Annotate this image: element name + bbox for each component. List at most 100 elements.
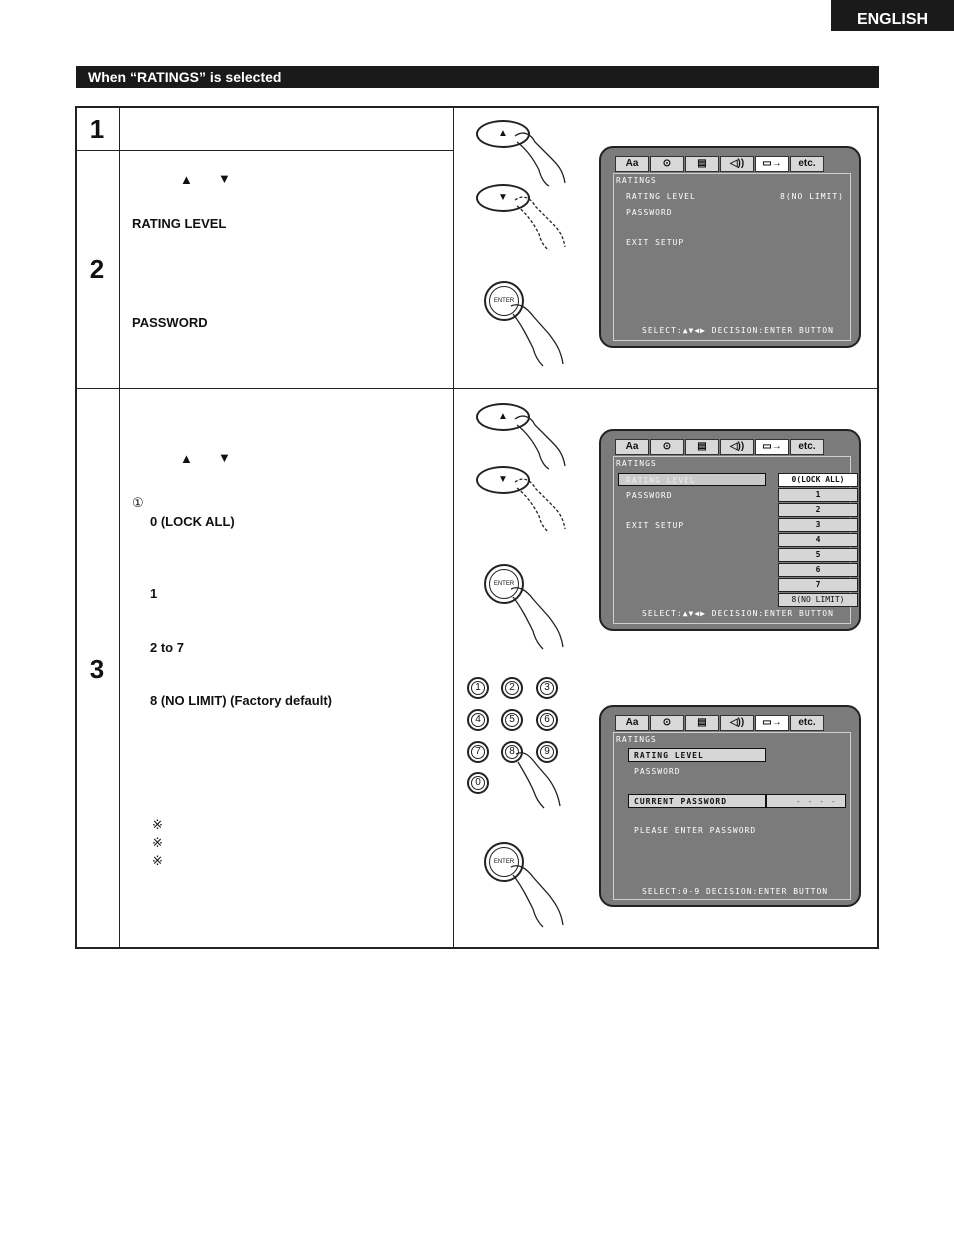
menu-password[interactable]: PASSWORD xyxy=(634,767,681,776)
remote-down-button[interactable]: ▼ xyxy=(476,466,530,494)
digit-label: 5 xyxy=(505,713,519,727)
osd-ratings-screen: Aa ⊙ ▤ ◁)) ▭→ etc. RATINGS RATING LEVEL … xyxy=(599,146,861,348)
row-divider-1 xyxy=(77,150,453,151)
number-button-3[interactable]: 3 xyxy=(536,677,558,699)
digit-label: 2 xyxy=(505,681,519,695)
step-number-1: 1 xyxy=(89,114,105,144)
audio-tab-icon: ◁)) xyxy=(720,439,754,455)
current-password-box xyxy=(628,794,766,808)
current-password-label: CURRENT PASSWORD xyxy=(634,797,728,806)
disc-tab-icon: ⊙ xyxy=(650,439,684,455)
rating-option-5[interactable]: 5 xyxy=(778,548,858,562)
password-entry-field[interactable] xyxy=(766,794,846,808)
number-button-5[interactable]: 5 xyxy=(501,709,523,731)
rating-option-8[interactable]: 8(NO LIMIT) xyxy=(778,593,858,607)
pointing-hand-icon xyxy=(515,752,561,809)
key-tab-icon: ▭→ xyxy=(755,439,789,455)
enter-label: ENTER xyxy=(489,286,519,316)
disc-tab-icon: ⊙ xyxy=(650,156,684,172)
number-button-4[interactable]: 4 xyxy=(467,709,489,731)
osd-tab-bar: Aa ⊙ ▤ ◁)) ▭→ etc. xyxy=(615,715,825,731)
password-prompt: PLEASE ENTER PASSWORD xyxy=(634,826,757,835)
remote-enter-button[interactable]: ENTER xyxy=(484,564,524,604)
etc-tab: etc. xyxy=(790,156,824,172)
rating-option-2[interactable]: 2 xyxy=(778,503,858,517)
rating-option-4[interactable]: 4 xyxy=(778,533,858,547)
menu-exit-setup[interactable]: EXIT SETUP xyxy=(626,238,685,247)
level-one-option: 1 xyxy=(150,586,158,601)
number-button-2[interactable]: 2 xyxy=(501,677,523,699)
osd-password-screen: Aa ⊙ ▤ ◁)) ▭→ etc. RATINGS RATING LEVEL … xyxy=(599,705,861,907)
column-divider-number xyxy=(119,107,120,948)
rating-option-6[interactable]: 6 xyxy=(778,563,858,577)
step-number-3: 3 xyxy=(89,654,105,684)
osd-title: RATINGS xyxy=(616,459,657,468)
number-button-9[interactable]: 9 xyxy=(536,741,558,763)
enter-label: ENTER xyxy=(489,847,519,877)
pointing-hand-icon xyxy=(510,865,564,928)
key-tab-icon: ▭→ xyxy=(755,715,789,731)
number-button-7[interactable]: 7 xyxy=(467,741,489,763)
rating-option-7[interactable]: 7 xyxy=(778,578,858,592)
audio-tab-icon: ◁)) xyxy=(720,156,754,172)
pointing-hand-icon xyxy=(514,478,566,533)
number-button-8[interactable]: 8 xyxy=(501,741,523,763)
osd-panel: RATINGS RATING LEVEL 8(NO LIMIT) PASSWOR… xyxy=(613,173,851,341)
lock-all-option: 0 (LOCK ALL) xyxy=(150,514,235,529)
osd-footer: SELECT:▲▼◀▶ DECISION:ENTER BUTTON xyxy=(642,609,834,618)
etc-tab: etc. xyxy=(790,439,824,455)
remote-up-button[interactable]: ▲ xyxy=(476,403,530,431)
menu-rating-level[interactable]: RATING LEVEL xyxy=(626,192,696,201)
number-button-1[interactable]: 1 xyxy=(467,677,489,699)
remote-enter-button[interactable]: ENTER xyxy=(484,842,524,882)
section-title: When “RATINGS” is selected xyxy=(76,66,879,88)
language-tab-icon: Aa xyxy=(615,715,649,731)
display-tab-icon: ▤ xyxy=(685,439,719,455)
osd-panel: RATINGS RATING LEVEL PASSWORD EXIT SETUP… xyxy=(613,456,858,624)
osd-footer: SELECT:▲▼◀▶ DECISION:ENTER BUTTON xyxy=(642,326,834,335)
steps-table xyxy=(75,106,879,949)
up-arrow-glyph: ▲ xyxy=(180,451,193,466)
step-number-2: 2 xyxy=(89,254,105,284)
enter-label: ENTER xyxy=(489,569,519,599)
menu-password[interactable]: PASSWORD xyxy=(626,208,673,217)
note-marker: ※ xyxy=(152,835,163,850)
rating-level-label: RATING LEVEL xyxy=(132,216,227,231)
osd-title: RATINGS xyxy=(616,735,657,744)
rating-option-3[interactable]: 3 xyxy=(778,518,858,532)
osd-tab-bar: Aa ⊙ ▤ ◁)) ▭→ etc. xyxy=(615,156,825,172)
password-label: PASSWORD xyxy=(132,315,208,330)
rating-option-1[interactable]: 1 xyxy=(778,488,858,502)
pointing-hand-icon xyxy=(510,587,564,650)
remote-enter-button[interactable]: ENTER xyxy=(484,281,524,321)
up-arrow-glyph: ▲ xyxy=(180,172,193,187)
key-tab-icon: ▭→ xyxy=(755,156,789,172)
menu-exit-setup[interactable]: EXIT SETUP xyxy=(626,521,685,530)
pointing-hand-icon xyxy=(514,415,566,470)
remote-down-button[interactable]: ▼ xyxy=(476,184,530,212)
osd-rating-level-screen: Aa ⊙ ▤ ◁)) ▭→ etc. RATINGS RATING LEVEL … xyxy=(599,429,861,631)
menu-rating-level[interactable]: RATING LEVEL xyxy=(634,751,704,760)
digit-label: 4 xyxy=(471,713,485,727)
digit-label: 0 xyxy=(471,776,485,790)
etc-tab: etc. xyxy=(790,715,824,731)
menu-password[interactable]: PASSWORD xyxy=(626,491,673,500)
language-tab-icon: Aa xyxy=(615,439,649,455)
pointing-hand-icon xyxy=(514,196,566,251)
note-marker: ※ xyxy=(152,853,163,868)
pointing-hand-icon xyxy=(510,304,564,367)
down-arrow-glyph: ▼ xyxy=(218,450,231,465)
remote-up-button[interactable]: ▲ xyxy=(476,120,530,148)
number-button-0[interactable]: 0 xyxy=(467,772,489,794)
display-tab-icon: ▤ xyxy=(685,715,719,731)
language-tab-icon: Aa xyxy=(615,156,649,172)
levels-two-to-seven-option: 2 to 7 xyxy=(150,640,184,655)
menu-rating-level[interactable]: RATING LEVEL xyxy=(626,476,696,485)
digit-label: 3 xyxy=(540,681,554,695)
digit-label: 8 xyxy=(505,745,519,759)
password-entry-value: - - - - xyxy=(796,797,837,806)
digit-label: 7 xyxy=(471,745,485,759)
pointing-hand-icon xyxy=(514,132,566,187)
rating-option-0[interactable]: 0(LOCK ALL) xyxy=(778,473,858,487)
number-button-6[interactable]: 6 xyxy=(536,709,558,731)
